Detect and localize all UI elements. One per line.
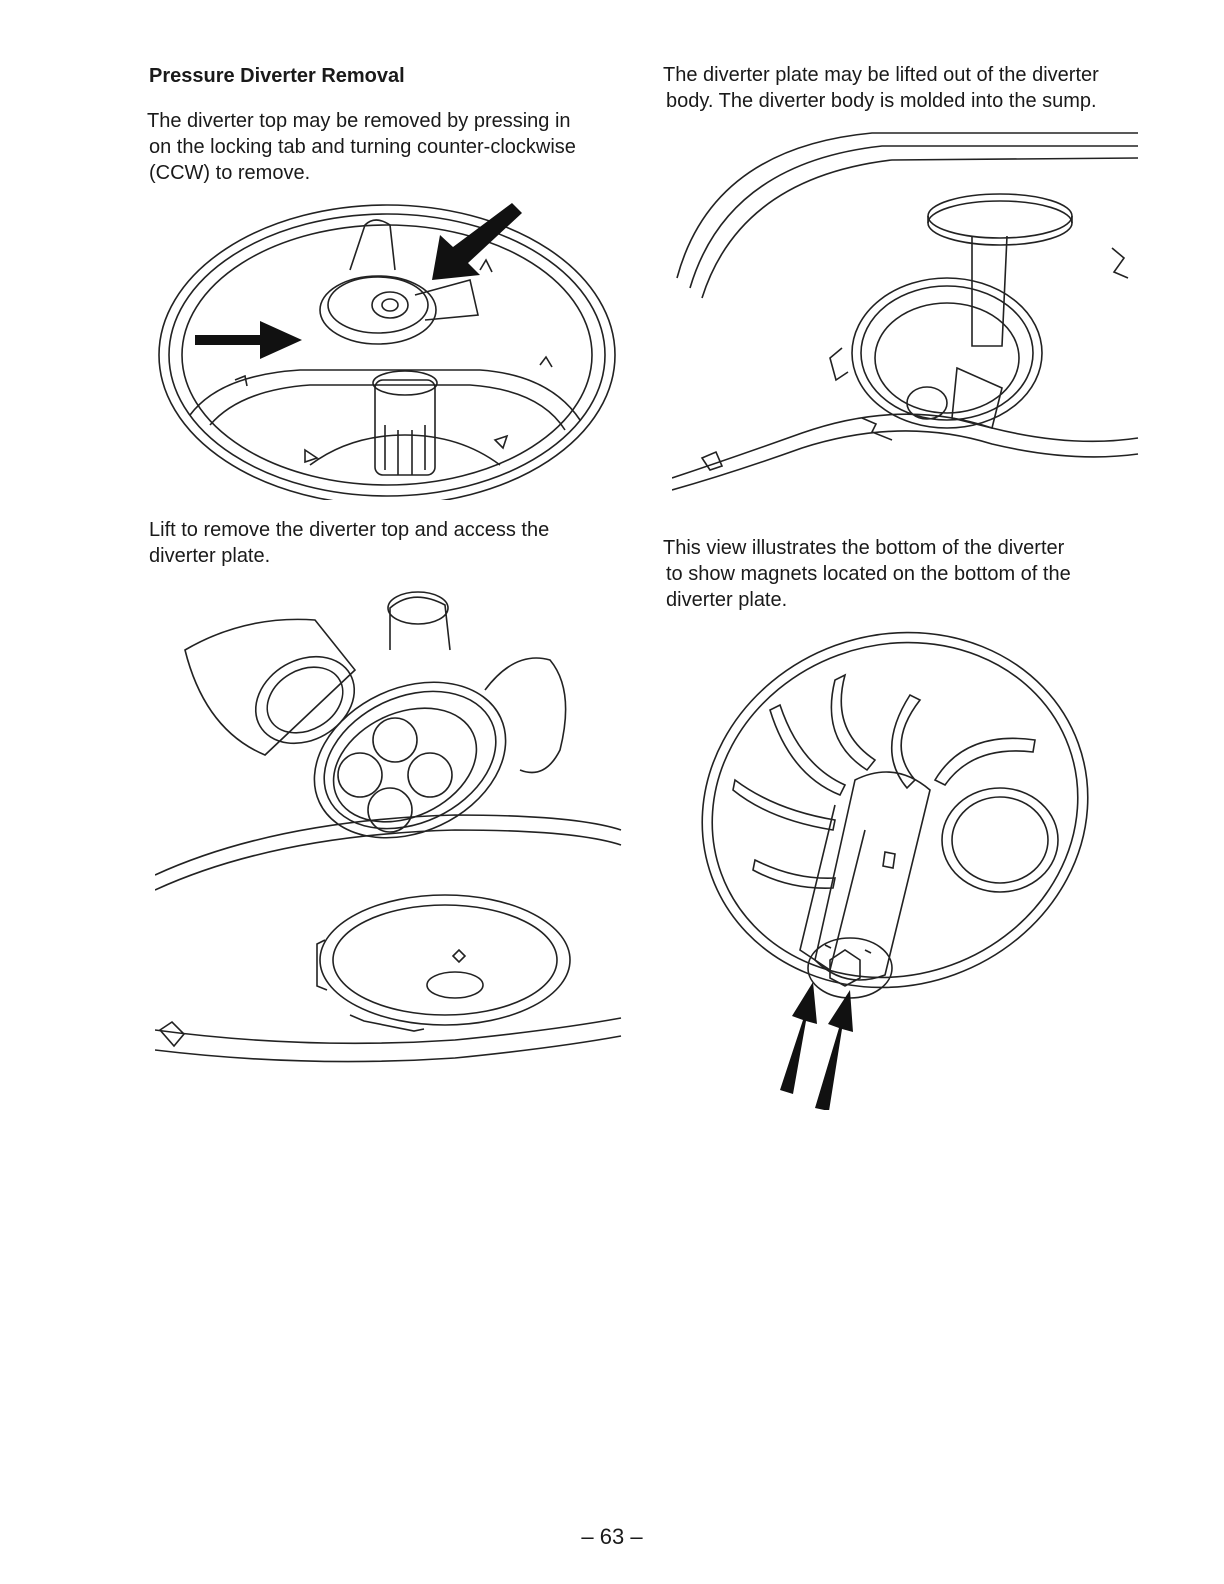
page-number: – 63 – bbox=[581, 1524, 643, 1549]
figure-diverter-top bbox=[150, 195, 625, 500]
text-line: The diverter top may be removed by press… bbox=[147, 110, 571, 132]
text-line: diverter plate. bbox=[666, 589, 788, 611]
text-line: (CCW) to remove. bbox=[149, 162, 311, 184]
figure-diverter-plate-lifted bbox=[672, 128, 1140, 496]
instruction-paragraph-3: The diverter plate may be lifted out of … bbox=[663, 62, 1099, 114]
text-line: This view illustrates the bottom of the … bbox=[663, 537, 1065, 559]
figure-diverter-top-lifted bbox=[155, 590, 623, 1070]
text-line: diverter plate. bbox=[149, 545, 271, 567]
instruction-paragraph-1: The diverter top may be removed by press… bbox=[147, 108, 576, 186]
instruction-paragraph-2: Lift to remove the diverter top and acce… bbox=[149, 517, 549, 569]
text-line: body. The diverter body is molded into t… bbox=[666, 90, 1097, 112]
instruction-paragraph-4: This view illustrates the bottom of the … bbox=[663, 535, 1071, 613]
text-line: The diverter plate may be lifted out of … bbox=[663, 64, 1099, 86]
text-line: to show magnets located on the bottom of… bbox=[666, 563, 1071, 585]
text-line: on the locking tab and turning counter-c… bbox=[149, 136, 576, 158]
figure-diverter-plate-bottom bbox=[695, 630, 1100, 1110]
text-line: Lift to remove the diverter top and acce… bbox=[149, 519, 550, 541]
section-heading: Pressure Diverter Removal bbox=[149, 65, 405, 87]
